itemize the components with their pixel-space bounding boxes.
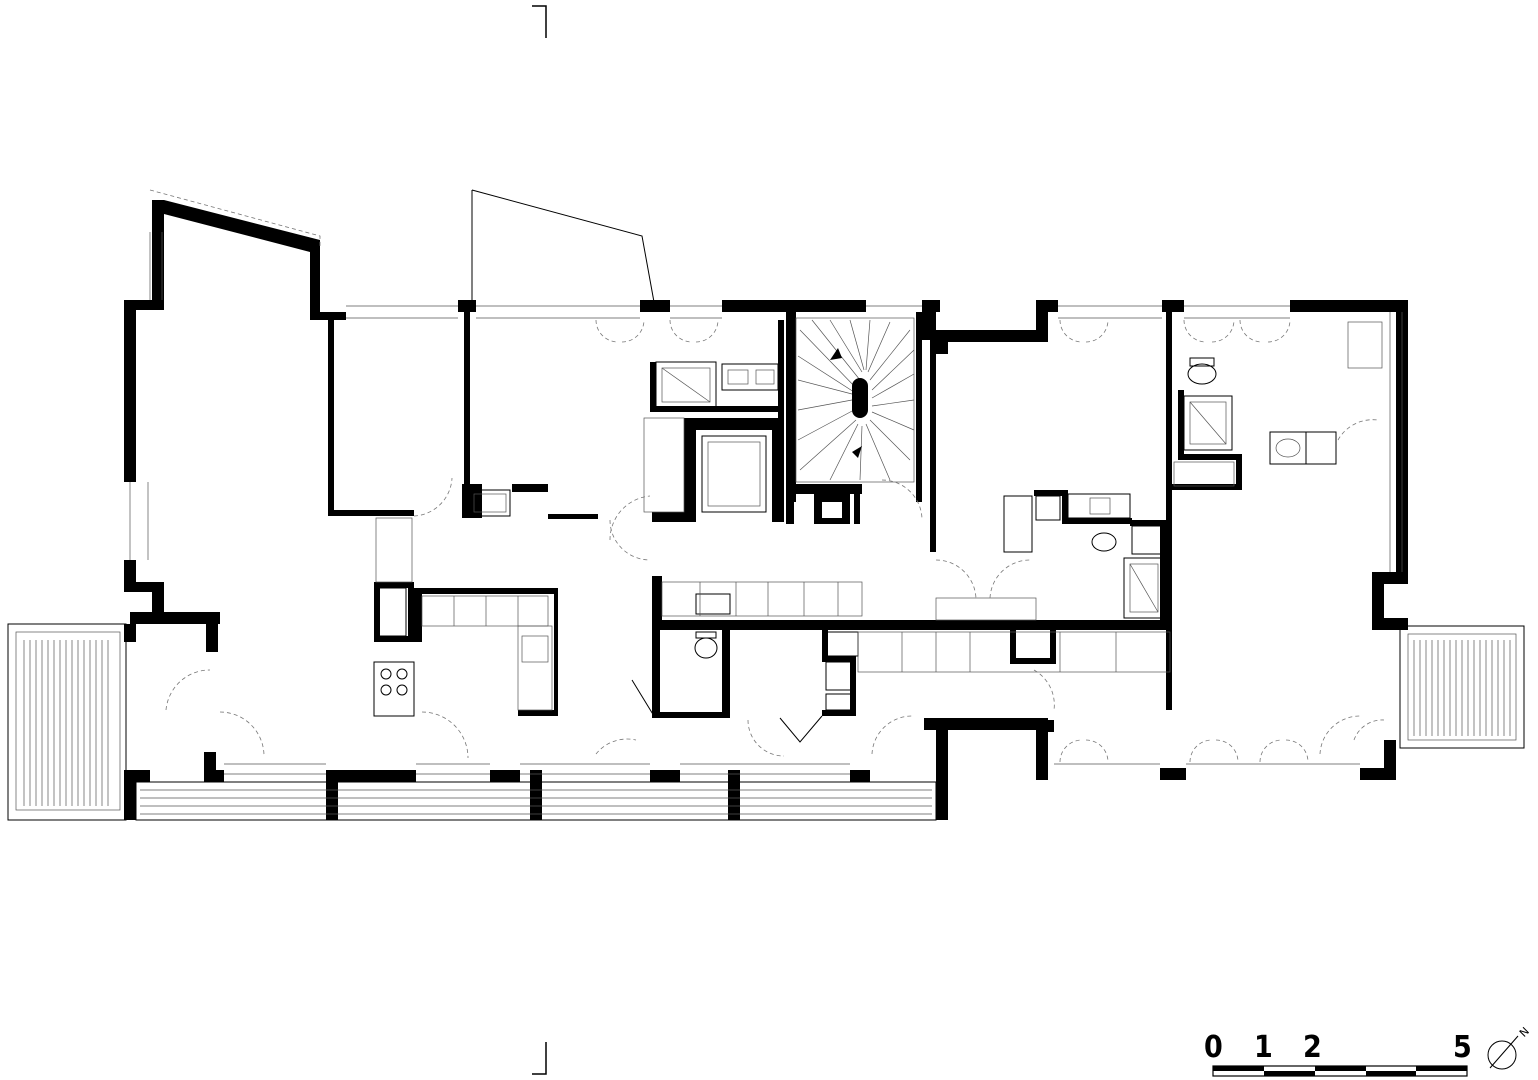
closets xyxy=(375,321,1383,673)
section-marker-bottom xyxy=(532,1042,547,1075)
scale-segment-1-2 xyxy=(1264,1071,1315,1076)
door-swings xyxy=(165,319,1385,763)
north-arrow-icon: N xyxy=(1487,1025,1532,1070)
kitchen xyxy=(373,587,553,717)
scale-tick-5: 5 xyxy=(1453,1030,1472,1065)
balcony-left xyxy=(7,623,127,821)
bathroom-fixtures xyxy=(467,357,1337,711)
scale-segment-0-1 xyxy=(1213,1066,1264,1071)
staircase xyxy=(795,317,915,483)
north-label: N xyxy=(1517,1025,1532,1040)
scale-segment-3-4 xyxy=(1366,1071,1416,1076)
section-marker-top xyxy=(532,5,547,38)
scale-tick-1: 1 xyxy=(1254,1030,1273,1065)
balcony-right xyxy=(1399,625,1525,749)
scale-segment-4-5 xyxy=(1416,1066,1467,1071)
scale-bar: 0 1 2 5 xyxy=(1204,1030,1472,1077)
scale-tick-0: 0 xyxy=(1204,1030,1223,1065)
balcony-bottom xyxy=(135,781,937,821)
scale-tick-2: 2 xyxy=(1303,1030,1322,1065)
glazing-lines xyxy=(129,189,1403,775)
interior-walls xyxy=(328,312,1242,718)
scale-segment-2-3 xyxy=(1315,1066,1366,1071)
